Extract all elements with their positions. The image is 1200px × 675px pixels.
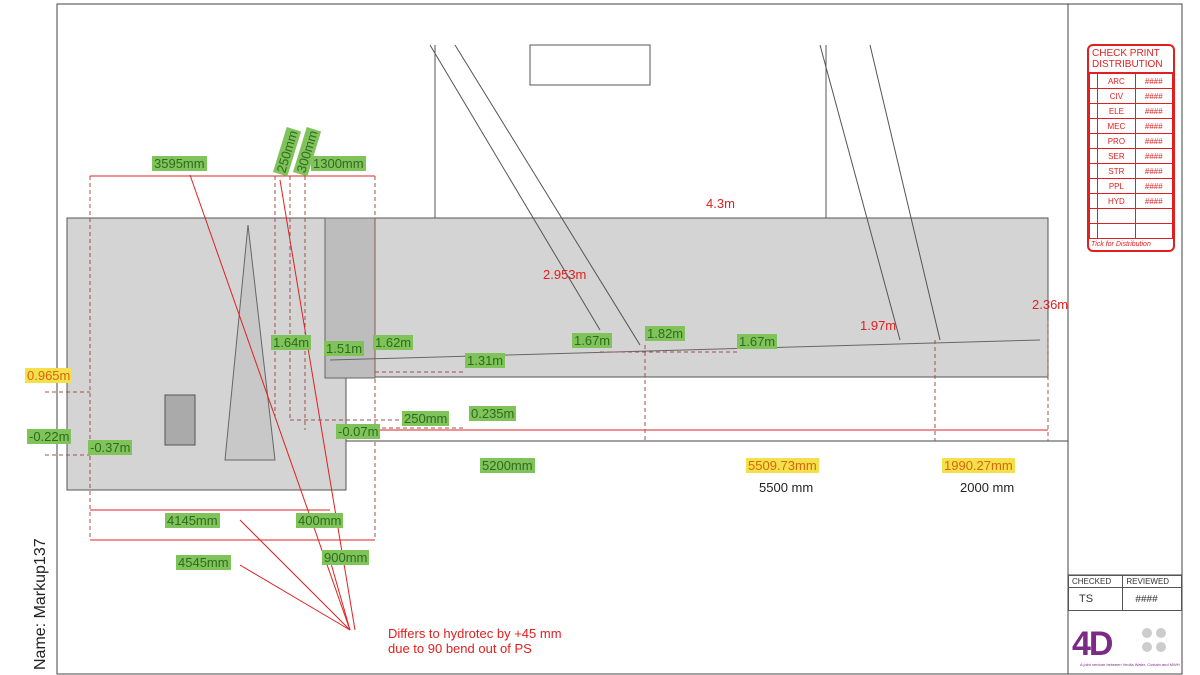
reviewed-label: REVIEWED: [1122, 575, 1182, 588]
dim-400: 400mm: [296, 513, 344, 528]
tick-cell[interactable]: [1088, 133, 1099, 149]
empty-cell: [1134, 208, 1174, 224]
dist-code: HYD: [1097, 193, 1136, 209]
level-2-953: 2.953m: [543, 267, 587, 282]
level-1-67-a: 1.67m: [572, 333, 613, 348]
dist-code: CIV: [1097, 88, 1136, 104]
dist-code: MEC: [1097, 118, 1136, 134]
tick-cell[interactable]: [1088, 208, 1099, 224]
dist-code: ELE: [1097, 103, 1136, 119]
empty-cell: [1097, 208, 1136, 224]
pump: [164, 394, 196, 446]
table-row: [1088, 208, 1174, 224]
note-line-1: Differs to hydrotec by +45 mm: [388, 626, 562, 641]
dist-value: ####: [1134, 163, 1174, 179]
tick-cell[interactable]: [1088, 223, 1099, 239]
tick-cell[interactable]: [1088, 178, 1099, 194]
dist-value: ####: [1134, 148, 1174, 164]
table-row: SER####: [1088, 148, 1174, 164]
dist-code: PPL: [1097, 178, 1136, 194]
tick-footer: Tick for Distribution: [1091, 241, 1151, 248]
logo-dot: [1142, 628, 1152, 638]
reviewed-value: ####: [1122, 587, 1182, 611]
markup-name: Name: Markup137: [32, 538, 49, 670]
markup-note: Differs to hydrotec by +45 mm due to 90 …: [386, 626, 564, 656]
dist-code: SER: [1097, 148, 1136, 164]
dist-value: ####: [1134, 193, 1174, 209]
table-row: PPL####: [1088, 178, 1174, 194]
checked-value: TS: [1067, 587, 1124, 611]
dim-3595: 3595mm: [152, 156, 207, 171]
level-minus-0-07: -0.07m: [336, 424, 381, 439]
table-row: CIV####: [1088, 88, 1174, 104]
logo-dot: [1156, 628, 1166, 638]
tick-cell[interactable]: [1088, 148, 1099, 164]
dim-1990-27: 1990.27mm: [942, 458, 1015, 473]
table-row: ARC####: [1088, 73, 1174, 89]
tick-cell[interactable]: [1088, 193, 1099, 209]
table-row: PRO####: [1088, 133, 1174, 149]
dimension-lines: [90, 174, 1048, 631]
level-1-67-b: 1.67m: [737, 334, 778, 349]
table-row: MEC####: [1088, 118, 1174, 134]
dist-value: ####: [1134, 73, 1174, 89]
dashed-lines: [45, 176, 1049, 540]
table-row: HYD####: [1088, 193, 1174, 209]
level-1-97: 1.97m: [860, 318, 897, 333]
level-minus-0-22: -0.22m: [27, 429, 72, 444]
level-1-31: 1.31m: [465, 353, 506, 368]
empty-cell: [1097, 223, 1136, 239]
table-row: STR####: [1088, 163, 1174, 179]
dim-2000: 2000 mm: [960, 480, 1015, 495]
dim-5509-73: 5509.73mm: [746, 458, 819, 473]
cone: [224, 224, 276, 461]
dim-4145: 4145mm: [165, 513, 220, 528]
checked-label: CHECKED: [1067, 575, 1124, 588]
dist-value: ####: [1134, 88, 1174, 104]
dist-value: ####: [1134, 178, 1174, 194]
table-row: ELE####: [1088, 103, 1174, 119]
logo-dot: [1142, 642, 1152, 652]
dim-4545: 4545mm: [176, 555, 231, 570]
dist-value: ####: [1134, 103, 1174, 119]
dist-code: STR: [1097, 163, 1136, 179]
level-1-82: 1.82m: [645, 326, 686, 341]
company-logo: 4D: [1072, 625, 1113, 663]
logo-tagline: A joint venture between Veolia Water, Co…: [1080, 662, 1180, 667]
dim-1300: 1300mm: [311, 156, 366, 171]
dist-code: PRO: [1097, 133, 1136, 149]
level-0-235: 0.235m: [469, 406, 517, 421]
dist-value: ####: [1134, 133, 1174, 149]
dist-value: ####: [1134, 118, 1174, 134]
level-1-62: 1.62m: [373, 335, 414, 350]
dim-250: 250mm: [402, 411, 450, 426]
logo-dot: [1156, 642, 1166, 652]
dim-900: 900mm: [322, 550, 370, 565]
level-4-3: 4.3m: [706, 196, 735, 211]
screw-conveyor: [429, 44, 941, 346]
table-row: [1088, 223, 1174, 239]
dist-code: ARC: [1097, 73, 1136, 89]
tick-cell[interactable]: [1088, 163, 1099, 179]
level-1-64: 1.64m: [271, 335, 312, 350]
empty-cell: [1134, 223, 1174, 239]
tick-cell[interactable]: [1088, 118, 1099, 134]
dim-5500: 5500 mm: [759, 480, 814, 495]
level-minus-0-37: -0.37m: [88, 440, 133, 455]
dim-5200: 5200mm: [480, 458, 535, 473]
tick-cell[interactable]: [1088, 103, 1099, 119]
tick-cell[interactable]: [1088, 88, 1099, 104]
check-print-distribution: CHECK PRINT DISTRIBUTION ARC#### CIV####…: [1087, 44, 1175, 252]
level-1-51: 1.51m: [324, 341, 365, 356]
level-0-965: 0.965m: [25, 368, 73, 383]
tick-cell[interactable]: [1088, 73, 1099, 89]
level-2-36: 2.36m: [1032, 297, 1069, 312]
check-print-title: CHECK PRINT DISTRIBUTION: [1089, 46, 1173, 73]
note-line-2: due to 90 bend out of PS: [388, 641, 532, 656]
